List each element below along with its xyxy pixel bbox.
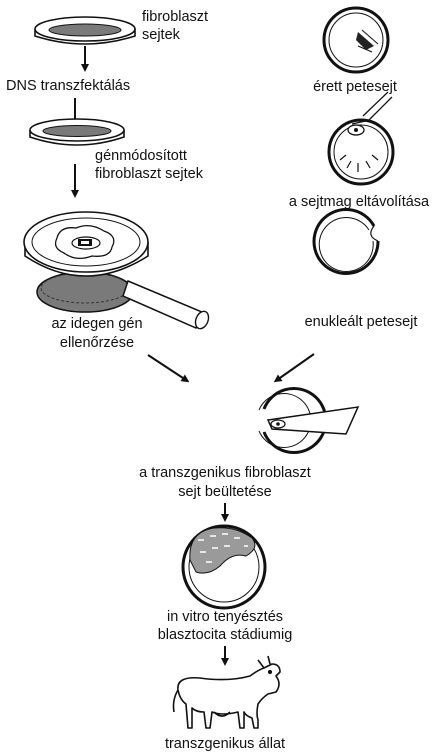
arrow-left-to-transplant (148, 355, 186, 380)
label-modified-cells-line2: fibroblaszt sejtek (95, 166, 203, 183)
label-gene-check-line2: ellenőrzése (20, 335, 174, 352)
arrow-right-to-transplant (277, 354, 314, 380)
petri-dish-modified-icon (30, 119, 124, 145)
label-modified-cells-line1: génmódosított (95, 148, 187, 165)
label-mature-egg: érett petesejt (290, 79, 420, 96)
label-dna-transfection: DNS transzfektálás (6, 78, 130, 95)
label-gene-check-line1: az idegen gén (20, 316, 174, 333)
label-transplant-line1: a transzgenikus fibroblaszt (108, 465, 342, 482)
petri-dish-fibroblast-icon (35, 17, 135, 44)
label-enucleated-egg: enukleált petesejt (286, 314, 436, 331)
enucleated-egg-icon (314, 209, 378, 273)
label-culture-line1: in vitro tenyésztés (130, 609, 320, 626)
label-fibroblast-cells-line1: fibroblaszt (142, 9, 208, 26)
label-transplant-line2: sejt beültetése (108, 484, 342, 501)
label-fibroblast-cells-line2: sejtek (142, 27, 180, 44)
mature-egg-icon (324, 8, 388, 72)
label-nucleus-removal: a sejtmag eltávolítása (278, 194, 440, 211)
nucleus-removal-icon (329, 92, 393, 184)
label-transgenic-animal: transzgenikus állat (130, 736, 320, 753)
blastocyst-icon (183, 526, 265, 608)
transplant-pipette-icon (259, 389, 358, 453)
cow-icon (174, 656, 281, 728)
label-culture-line2: blasztocita stádiumig (130, 627, 320, 644)
gene-check-apparatus-icon (24, 212, 211, 331)
